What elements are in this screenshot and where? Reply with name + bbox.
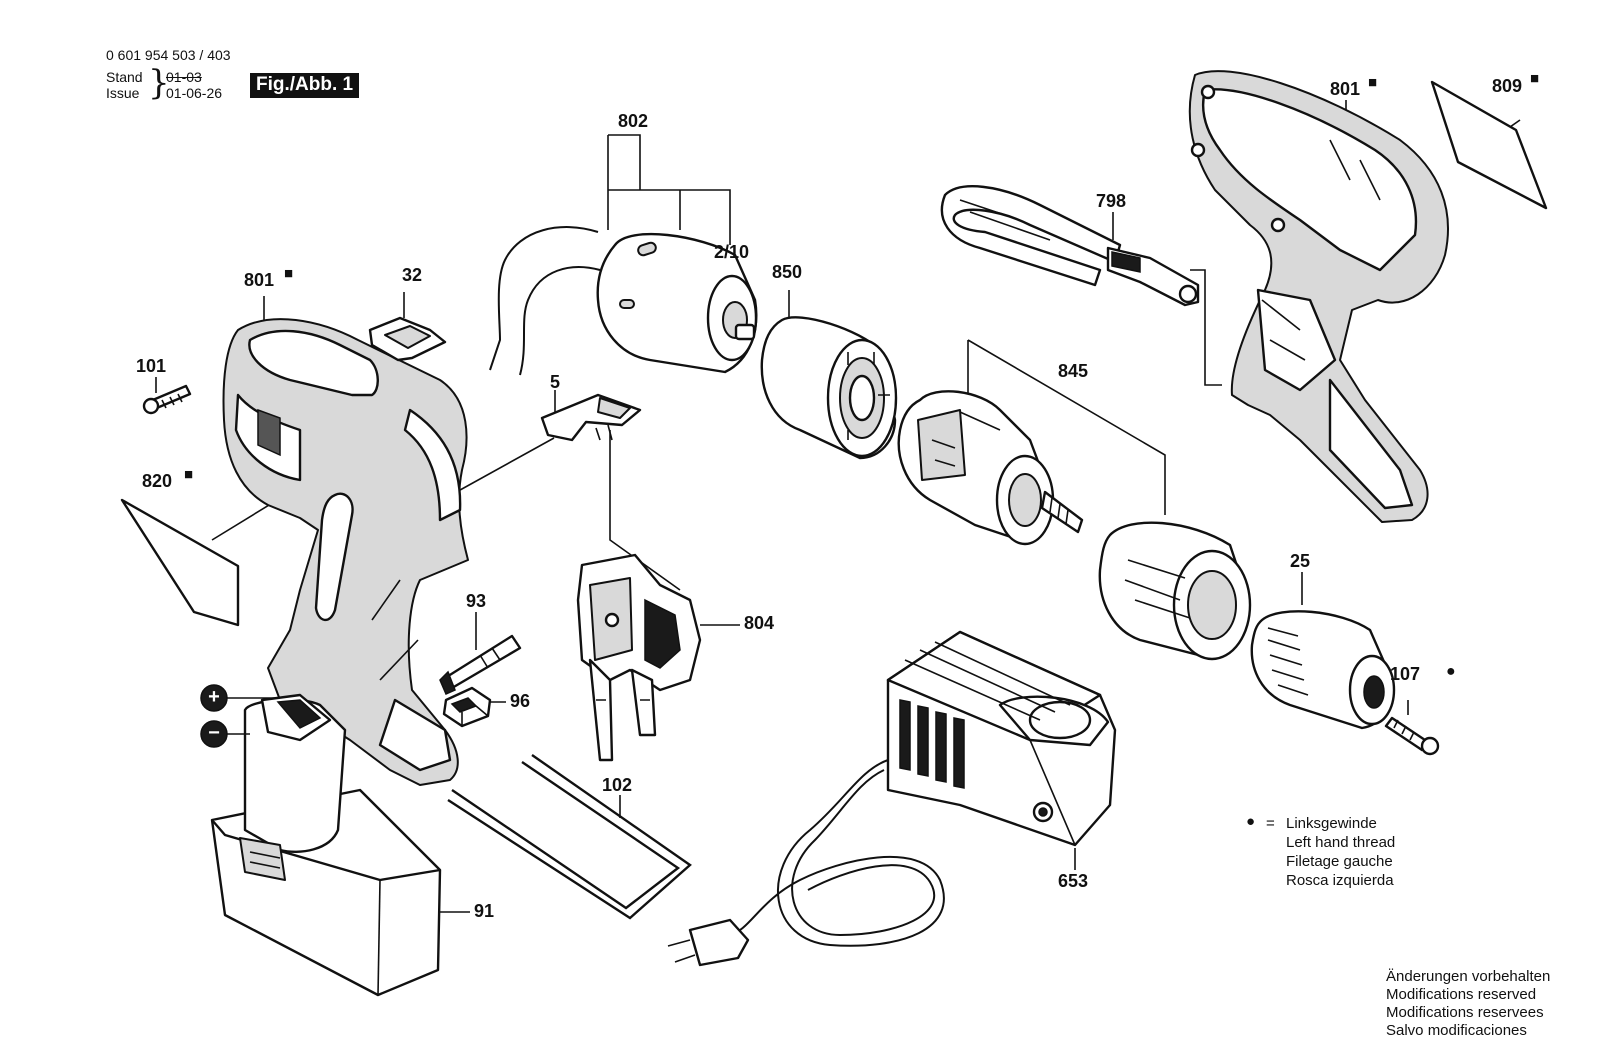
marker-square-809: ■ [1530,70,1540,87]
part-801-right-housing [1188,70,1449,523]
callout-101: 101 [136,356,167,376]
marker-square-820: ■ [184,466,194,483]
legend-line: Left hand thread [1286,834,1396,851]
part-820-label-plate [120,498,240,627]
modifications-notice: Änderungen vorbehalten Modifications res… [1386,968,1550,1040]
footer-line: Änderungen vorbehalten [1386,968,1551,985]
part-801-left-housing [222,318,469,786]
part-25-keyless-chuck [1250,610,1396,730]
footer-line: Modifications reserved [1386,986,1537,1003]
callout-850: 850 [772,262,803,282]
figure-label: Fig./Abb. 1 [250,73,360,98]
issue-label: Issue [106,85,140,101]
callout-804: 804 [744,613,775,633]
callout-25: 25 [1290,551,1311,571]
callout-32: 32 [402,265,423,285]
legend-line: Linksgewinde [1286,815,1377,832]
callout-801-left: 801 [244,270,275,290]
callout-93: 93 [466,591,487,611]
stand-label: Stand [106,69,143,85]
marker-square-801-right: ■ [1368,74,1378,91]
callout-798: 798 [1096,191,1127,211]
part-845-gearbox [897,390,1084,546]
part-653-battery-charger [667,630,1117,967]
legend-line: Rosca izquierda [1286,872,1394,889]
part-101-screw [142,384,192,415]
callout-2-10: 2/10 [714,242,750,262]
part-96-bit-holder [442,686,492,728]
part-91-battery-pack [210,693,442,997]
part-102-wire-clip [447,754,692,920]
legend-bullet-icon: ● [1246,813,1256,830]
callout-653: 653 [1058,871,1089,891]
part-107-screw [1384,716,1440,756]
part-clutch-ring [1098,521,1252,661]
part-804-switch [576,553,702,762]
callout-845: 845 [1058,361,1089,381]
stand-date-struck: 01-03 [166,69,202,85]
legend-line: Filetage gauche [1286,853,1393,870]
part-850-ring-housing [760,316,898,460]
callout-107: 107 [1390,664,1421,684]
callout-820: 820 [142,471,173,491]
callout-91: 91 [474,901,495,921]
footer-line: Salvo modificaciones [1386,1022,1527,1039]
callout-809: 809 [1492,76,1523,96]
battery-polarity-markers [200,684,280,748]
legend-equals: = [1266,815,1275,832]
marker-dot-107: ● [1446,663,1456,680]
callout-802: 802 [618,111,649,131]
part-32-switch-slider [368,316,447,362]
part-798-wrist-strap [940,185,1200,307]
callout-801-right: 801 [1330,79,1361,99]
callout-96: 96 [510,691,531,711]
plus-icon: + [208,686,220,708]
legend-lines: Linksgewinde Left hand thread Filetage g… [1286,814,1395,890]
callout-102: 102 [602,775,633,795]
minus-icon: − [208,722,220,744]
leader-lines [155,100,1521,913]
part-5-clip [540,393,642,442]
part-number: 0 601 954 503 / 403 [106,47,231,63]
marker-square-801-left: ■ [284,265,294,282]
issue-date: 01-06-26 [166,85,223,101]
date-brace-icon: } [148,63,170,103]
part-802-motor [489,226,758,376]
part-93-screwdriver-bit [439,634,522,695]
callout-5: 5 [550,372,561,392]
part-809-label-plate [1430,80,1548,210]
footer-line: Modifications reservees [1386,1004,1544,1021]
